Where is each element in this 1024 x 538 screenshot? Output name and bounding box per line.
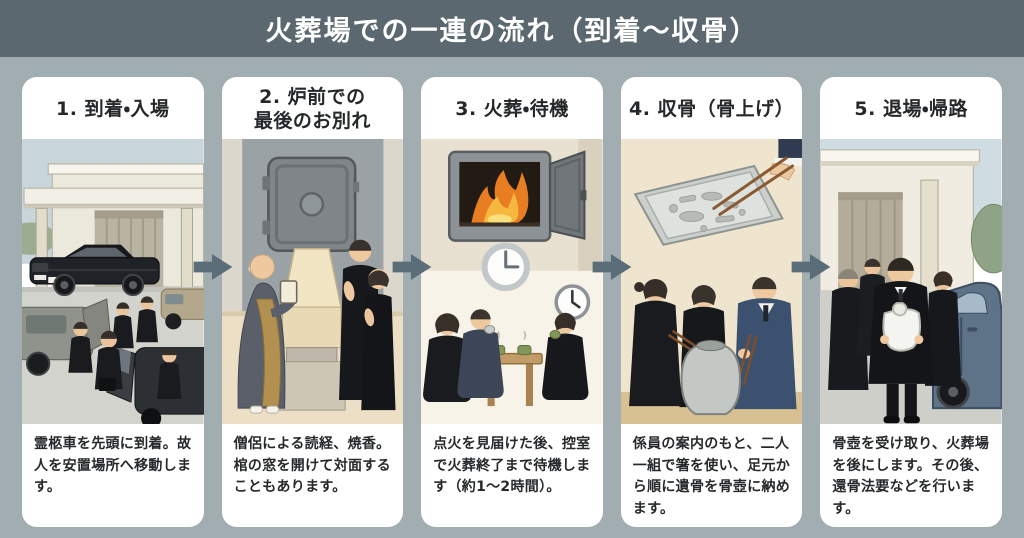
furnace-fire	[448, 150, 552, 242]
step-card-arrival: 1. 到着・入場	[22, 77, 204, 527]
wrapped-urn	[882, 302, 922, 352]
step-card-bone-collection: 4. 収骨（骨上げ）	[620, 77, 803, 527]
bone-collection-illustration	[620, 139, 803, 424]
step-2-heading: 2. 炉前での 最後のお別れ	[253, 86, 371, 132]
step-4-heading: 4. 収骨（骨上げ）	[629, 98, 795, 121]
step-card-cremation: 3. 火葬・待機	[421, 77, 603, 527]
hearse	[29, 244, 160, 297]
cremation-illustration	[421, 139, 603, 424]
open-furnace-door	[549, 150, 587, 240]
farewell-illustration	[221, 139, 404, 424]
man-carrying-urn	[868, 257, 934, 424]
mourner-woman	[925, 271, 962, 386]
step-4-description: 係員の案内のもと、二人一組で箸を使い、足元から順に遺骨を骨壺に納めます。	[632, 436, 791, 518]
title-bar: 火葬場での一連の流れ（到着〜収骨）	[0, 0, 1024, 57]
urn	[680, 340, 741, 416]
step-1-description: 霊柩車を先頭に到着。故人を安置場所へ移動します。	[34, 436, 192, 496]
step-card-farewell: 2. 炉前での 最後のお別れ	[221, 77, 404, 527]
step-5-heading: 5. 退場・帰路	[854, 98, 968, 121]
arrow-right-icon	[791, 254, 831, 280]
arrow-right-icon	[392, 254, 432, 280]
step-card-departure: 5. 退場・帰路	[820, 77, 1002, 527]
beige-car	[160, 288, 204, 330]
step-2-description: 僧侶による読経、焼香。棺の窓を開けて対面することもあります。	[233, 436, 391, 496]
arrow-right-icon	[592, 254, 632, 280]
mourner-woman	[360, 268, 396, 411]
gray-car	[22, 298, 112, 376]
step-5-description: 骨壺を受け取り、火葬場を後にします。その後、還骨法要などを行います。	[832, 436, 990, 518]
arrival-illustration	[22, 139, 204, 424]
step-3-description: 点火を見届けた後、控室で火葬終了まで待機します（約1〜2時間）。	[433, 436, 591, 496]
clock-icon	[481, 242, 531, 292]
flow-arrow-2	[392, 77, 432, 527]
wall-clock-icon	[554, 284, 591, 321]
step-1-heading: 1. 到着・入場	[56, 98, 170, 121]
elder-mourner	[828, 268, 869, 390]
monk	[237, 254, 298, 414]
woman-left	[628, 278, 682, 407]
flow-board: 1. 到着・入場	[0, 57, 1024, 538]
departure-illustration	[820, 139, 1002, 424]
flow-arrow-1	[193, 77, 232, 527]
step-3-heading: 3. 火葬・待機	[455, 98, 569, 121]
hand-with-chopsticks	[712, 139, 803, 216]
arrow-right-icon	[193, 254, 232, 280]
flow-arrow-3	[592, 77, 632, 527]
seated-man	[457, 309, 504, 399]
flow-arrow-4	[791, 77, 831, 527]
furnace-door	[261, 156, 359, 252]
coffin	[277, 247, 346, 411]
seated-woman-right	[542, 312, 589, 401]
page-title: 火葬場での一連の流れ（到着〜収骨）	[265, 16, 759, 47]
